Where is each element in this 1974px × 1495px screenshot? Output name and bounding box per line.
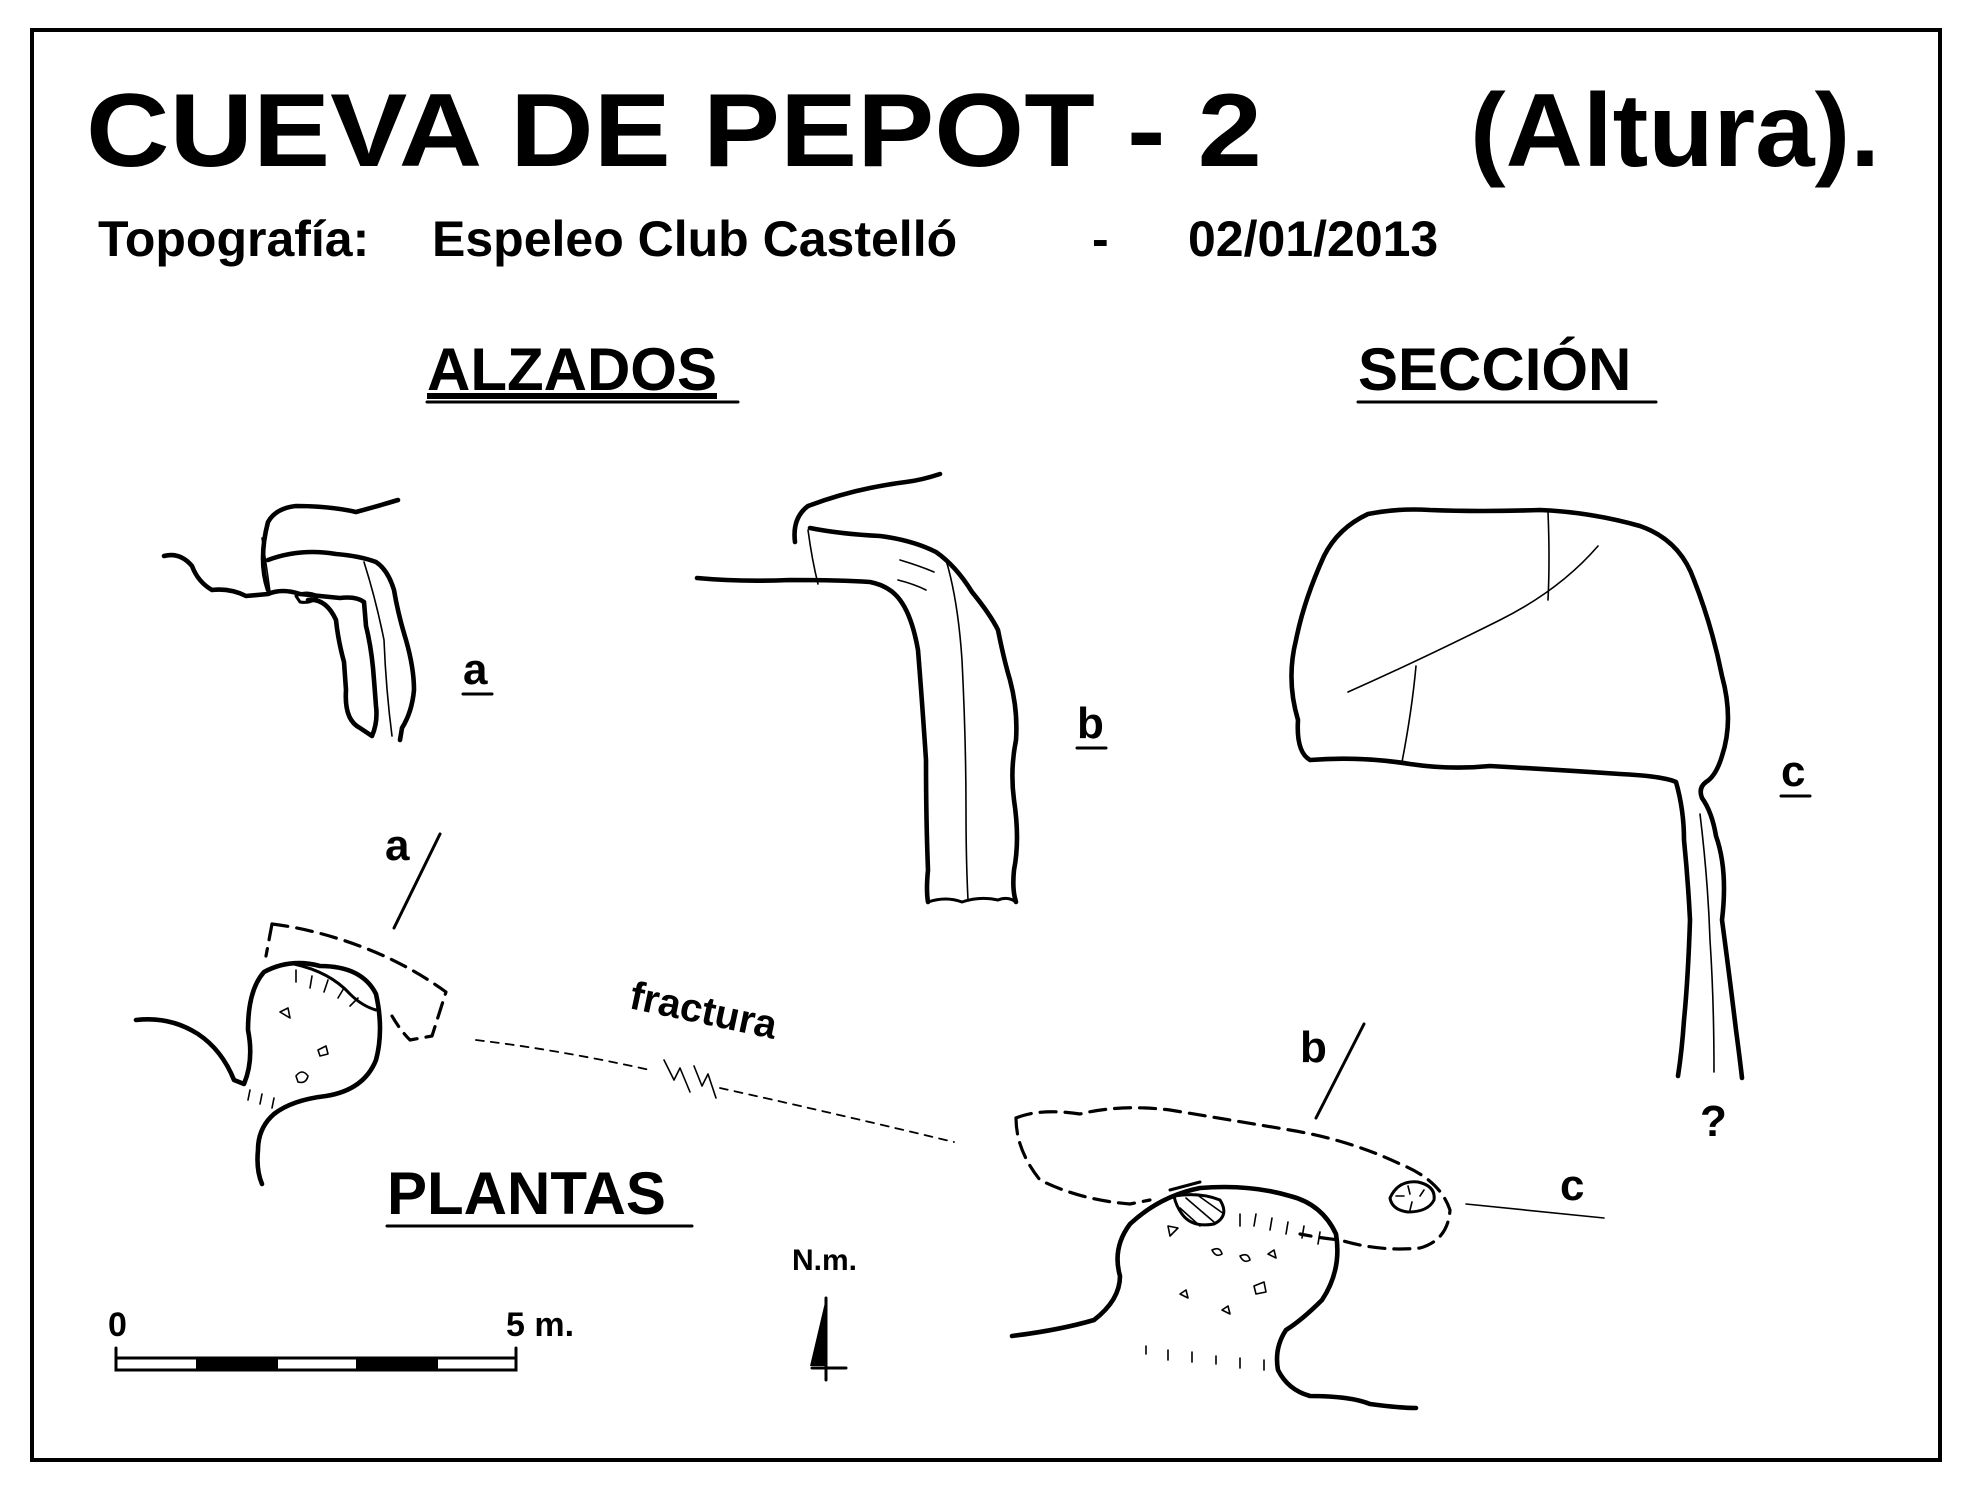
plan-c-label: c xyxy=(1560,1161,1584,1210)
scale-bar-end: 5 m. xyxy=(506,1306,574,1344)
plan-b xyxy=(1009,1022,1605,1411)
credits-author: Espeleo Club Castelló xyxy=(432,211,957,267)
plan-b-label: b xyxy=(1300,1023,1327,1072)
survey-title: CUEVA DE PEPOT - 2 xyxy=(86,73,1262,189)
north-arrow-label: N.m. xyxy=(792,1244,857,1277)
section-unknown-continuation: ? xyxy=(1700,1097,1727,1146)
elevation-a-label: a xyxy=(463,645,488,694)
plan-a xyxy=(133,832,448,1187)
credits-label: Topografía: xyxy=(98,211,369,267)
scale-bar xyxy=(114,1346,518,1372)
elevation-a xyxy=(161,497,417,743)
survey-subtitle: (Altura). xyxy=(1470,73,1880,189)
section-c-label: c xyxy=(1781,747,1805,796)
elevation-b xyxy=(694,471,1020,905)
plan-a-label: a xyxy=(385,821,410,870)
heading-section: SECCIÓN xyxy=(1358,336,1631,403)
section-c xyxy=(1289,507,1745,1081)
scale-bar-start: 0 xyxy=(108,1306,127,1344)
heading-plans: PLANTAS xyxy=(387,1160,666,1227)
heading-elevations: ALZADOS xyxy=(427,336,717,403)
sheet-frame xyxy=(30,28,1942,1462)
fracture-label: fractura xyxy=(626,974,782,1048)
north-arrow-icon xyxy=(810,1296,848,1382)
fracture-line xyxy=(475,1039,955,1143)
credits-date: 02/01/2013 xyxy=(1188,211,1438,267)
elevation-b-label: b xyxy=(1077,699,1104,748)
credits-separator: - xyxy=(1092,211,1109,267)
